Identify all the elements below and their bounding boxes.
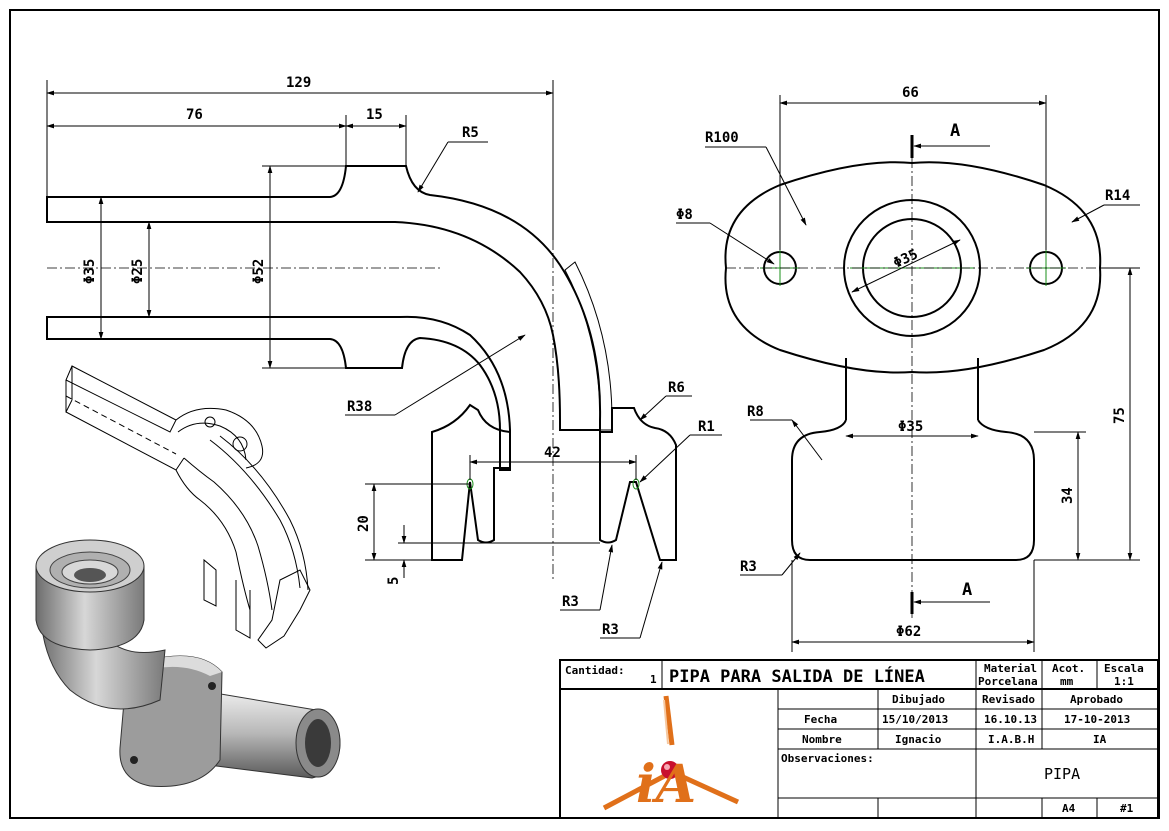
fecha-aprobado: 17-10-2013 — [1064, 713, 1130, 726]
escala-label: Escala — [1104, 662, 1144, 675]
isometric-section-view — [65, 365, 311, 649]
dim-15: 15 — [366, 107, 383, 123]
pipe-body — [791, 419, 1035, 561]
dim-75: 75 — [1112, 407, 1128, 424]
dim-66: 66 — [902, 85, 919, 101]
material-label: Material — [984, 662, 1037, 675]
dim-phi62: Φ62 — [896, 624, 921, 640]
observaciones-label: Observaciones: — [781, 752, 874, 765]
material-value: Porcelana — [978, 675, 1038, 688]
dim-phi35-neck: Φ35 — [898, 419, 923, 435]
dim-r1: R1 — [698, 419, 715, 435]
ia-logo: iA — [602, 695, 740, 815]
shaded-3d-view — [35, 539, 341, 787]
fecha-dibujado: 15/10/2013 — [882, 713, 948, 726]
dim-r3-a: R3 — [562, 594, 579, 610]
dim-r14: R14 — [1105, 188, 1130, 204]
sheet-number: #1 — [1120, 802, 1134, 815]
dim-r3-c: R3 — [740, 559, 757, 575]
dim-r3-b: R3 — [602, 622, 619, 638]
acot-label: Acot. — [1052, 662, 1085, 675]
dim-r8: R8 — [747, 404, 764, 420]
dim-42: 42 — [544, 445, 561, 461]
dim-r6: R6 — [668, 380, 685, 396]
nombre-label: Nombre — [802, 733, 842, 746]
header-revisado: Revisado — [982, 693, 1035, 706]
acot-value: mm — [1060, 675, 1074, 688]
section-mark-a-top: A — [950, 121, 960, 141]
fecha-revisado: 16.10.13 — [984, 713, 1037, 726]
dim-r5: R5 — [462, 125, 479, 141]
top-wall-section — [46, 165, 602, 431]
escala-value: 1:1 — [1114, 675, 1134, 688]
fecha-label: Fecha — [804, 713, 837, 726]
flange-right-section — [599, 407, 677, 561]
flange-outline — [724, 161, 1102, 374]
dim-r38: R38 — [347, 399, 372, 415]
sheet-size: A4 — [1062, 802, 1076, 815]
dim-phi25: Φ25 — [130, 259, 146, 284]
dim-5: 5 — [386, 577, 402, 585]
dim-129: 129 — [286, 75, 311, 91]
drawing-title: PIPA PARA SALIDA DE LÍNEA — [669, 665, 925, 687]
part-name: PIPA — [1044, 765, 1080, 783]
dim-r100: R100 — [705, 130, 739, 146]
nombre-revisado: I.A.B.H — [988, 733, 1034, 746]
nombre-aprobado: IA — [1093, 733, 1107, 746]
nombre-dibujado: Ignacio — [895, 733, 942, 746]
dim-34: 34 — [1060, 487, 1076, 504]
header-dibujado: Dibujado — [892, 693, 945, 706]
section-mark-a-bottom: A — [962, 580, 972, 600]
cantidad-label: Cantidad: — [565, 664, 625, 677]
section-view: 129 76 15 R5 Φ35 Φ25 Φ52 R38 R6 R1 — [46, 75, 722, 639]
dim-phi35-section: Φ35 — [82, 259, 98, 284]
ia-logo-text: iA — [636, 754, 696, 815]
dim-76: 76 — [186, 107, 203, 123]
front-view: 66 A R100 Φ8 R14 Φ35 R8 Φ35 75 34 — [676, 85, 1140, 652]
dim-phi8: Φ8 — [676, 207, 693, 223]
dim-phi52: Φ52 — [251, 259, 267, 284]
title-block: Cantidad: 1 PIPA PARA SALIDA DE LÍNEA Ma… — [559, 659, 1159, 819]
header-aprobado: Aprobado — [1070, 693, 1123, 706]
cantidad-value: 1 — [650, 673, 657, 686]
bottom-wall-section — [46, 315, 511, 471]
dim-20: 20 — [356, 515, 372, 532]
flange-left-section — [431, 403, 511, 561]
